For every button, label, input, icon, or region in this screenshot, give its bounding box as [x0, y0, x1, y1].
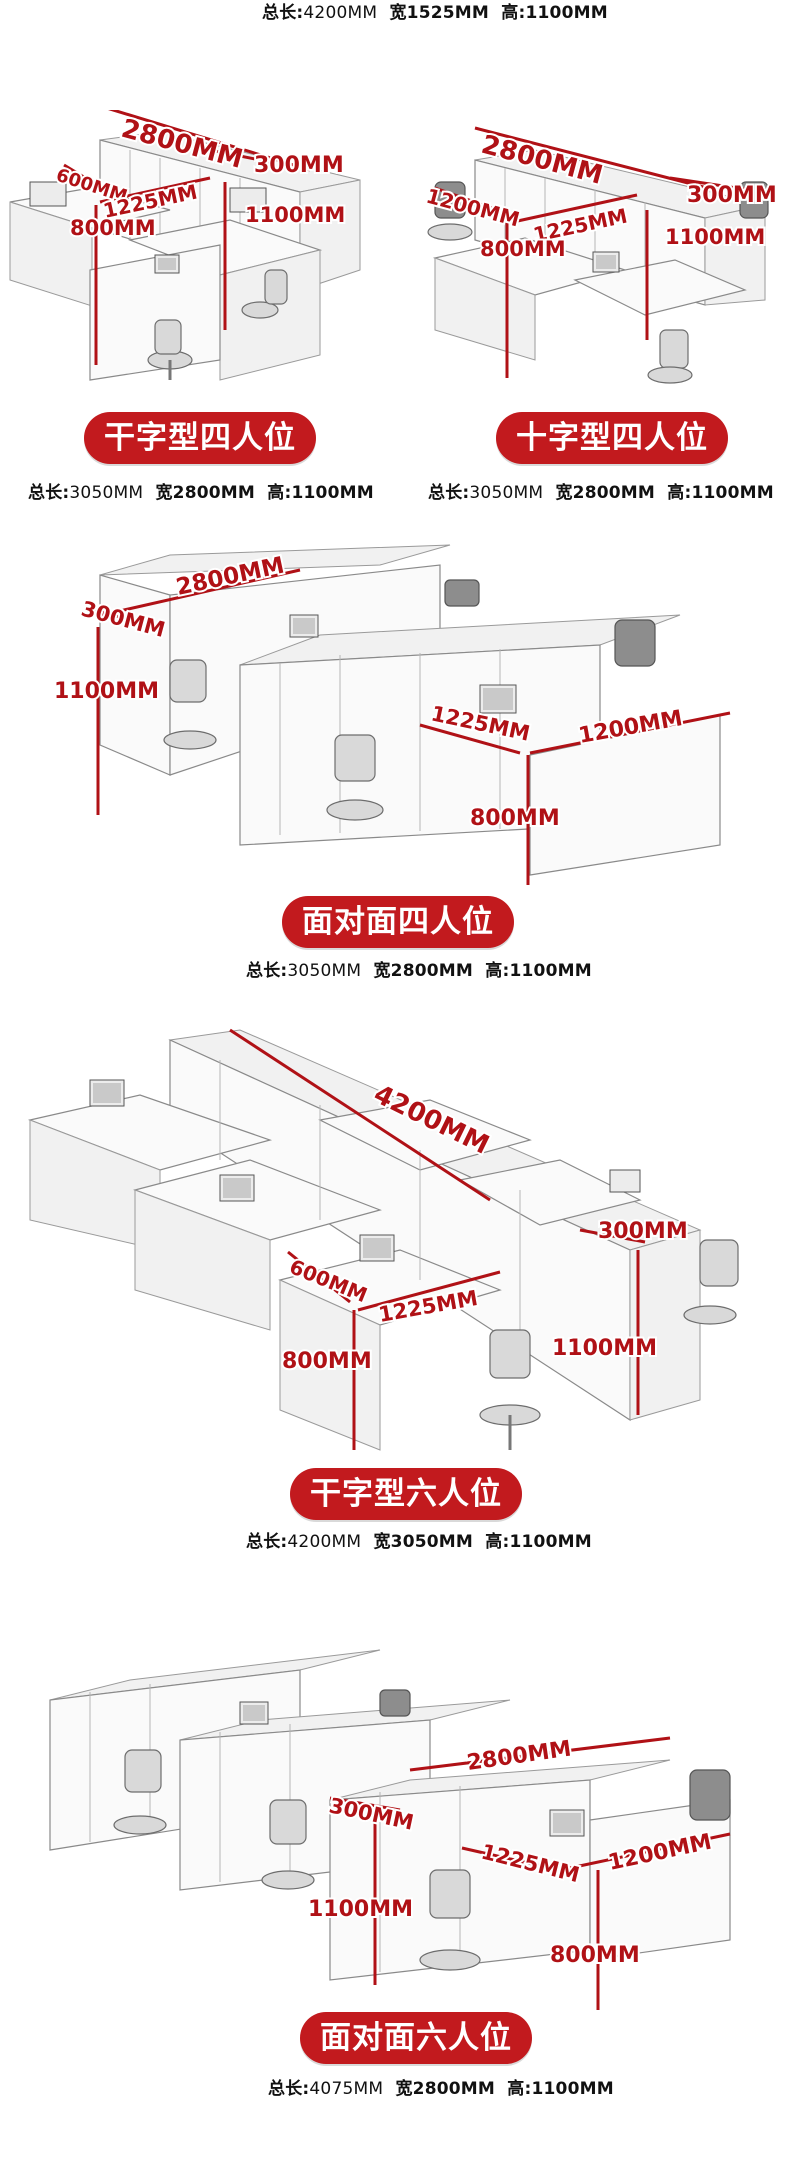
- dim-deskh-1: 800MM: [70, 216, 156, 240]
- title-badge-1: 干字型四人位: [84, 412, 316, 464]
- title-badge-2: 十字型四人位: [496, 412, 728, 464]
- spec-line-5: 总长:4075MM 宽2800MM 高:1100MM: [268, 2079, 614, 2099]
- workstation-illustration-5: 2800MM 300MM 1225MM 1200MM 1100MM 800MM: [49, 1649, 731, 2010]
- dim-height-1: 1100MM: [245, 203, 345, 227]
- workstation-illustration-3: 2800MM 300MM 1100MM 1225MM 1200MM 800MM: [52, 544, 731, 885]
- spec-line-3: 总长:3050MM 宽2800MM 高:1100MM: [246, 961, 592, 981]
- dim-height-2: 1100MM: [665, 225, 765, 249]
- dim-depth-1: 300MM: [254, 153, 344, 178]
- title-badge-3: 面对面四人位: [282, 896, 514, 948]
- workstation-illustration-1: 2800MM 300MM 600MM 1225MM 1100MM 800MM: [9, 110, 361, 381]
- workstation-illustration-4: 4200MM 300MM 600MM 1225MM 1100MM 800MM: [27, 1028, 739, 1451]
- dim-height-3: 1100MM: [54, 679, 159, 704]
- spec-line-4: 总长:4200MM 宽3050MM 高:1100MM: [246, 1532, 592, 1552]
- dim-deskh-4: 800MM: [282, 1349, 372, 1374]
- spec-line-1: 总长:3050MM 宽2800MM 高:1100MM: [28, 483, 374, 503]
- spec-line-top: 总长:4200MM 宽1525MM 高:1100MM: [262, 3, 608, 23]
- title-badge-4: 干字型六人位: [290, 1468, 522, 1520]
- dim-deskh-5: 800MM: [550, 1943, 640, 1968]
- title-badge-5: 面对面六人位: [300, 2012, 532, 2064]
- dim-deskh-2: 800MM: [480, 237, 566, 261]
- dim-depth-4: 300MM: [598, 1219, 688, 1244]
- dim-depth-2: 300MM: [687, 183, 777, 208]
- workstation-illustration-2: 2800MM 300MM 1200MM 1225MM 1100MM 800MM: [422, 126, 779, 384]
- spec-line-2: 总长:3050MM 宽2800MM 高:1100MM: [428, 483, 774, 503]
- dim-height-5: 1100MM: [308, 1897, 413, 1922]
- dim-height-4: 1100MM: [552, 1336, 657, 1361]
- dim-deskh-3: 800MM: [470, 806, 560, 831]
